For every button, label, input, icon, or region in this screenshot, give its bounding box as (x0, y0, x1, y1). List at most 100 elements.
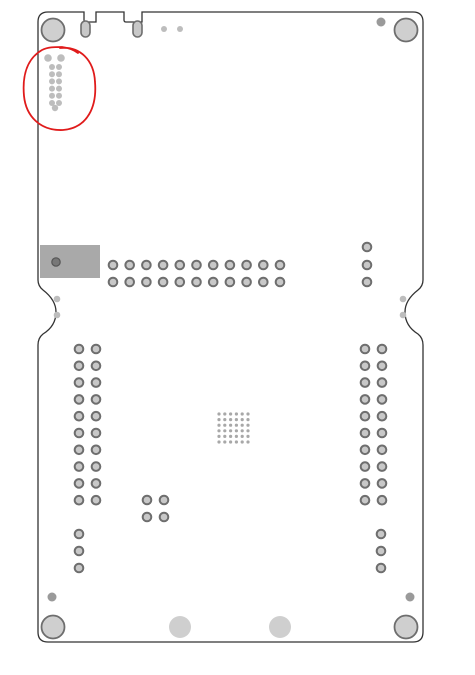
mounting-hole (269, 616, 291, 638)
header-pad (44, 54, 52, 62)
bga-ball (223, 440, 227, 444)
pin-pad (73, 360, 85, 372)
pin-pad (191, 259, 202, 271)
pin-pad (73, 394, 85, 405)
fiducial (376, 17, 386, 27)
pin-pad (361, 241, 373, 253)
annotation-circle (22, 46, 97, 131)
pin-pad (359, 360, 371, 372)
bga-ball (240, 423, 244, 427)
header-pad (51, 104, 59, 112)
pin-pad (73, 444, 85, 456)
bga-ball (234, 412, 238, 416)
pin-pad (359, 410, 371, 422)
pin-pad (90, 394, 102, 405)
fiducial (405, 592, 415, 602)
bga-ball (223, 423, 227, 427)
bga-ball (229, 412, 233, 416)
pin-pad (375, 528, 387, 540)
pin-pad (376, 360, 388, 372)
bga-ball (234, 440, 238, 444)
pin-pad (90, 343, 102, 355)
pin-pad (73, 410, 85, 422)
mounting-hole (40, 614, 66, 640)
bga-ball (217, 440, 221, 444)
bga-ball (223, 412, 227, 416)
pin-pad (73, 343, 85, 355)
bga-ball (234, 418, 238, 422)
bga-ball (234, 434, 238, 438)
header-pad (56, 78, 62, 85)
bga-ball (246, 418, 250, 422)
pin-pad (157, 276, 169, 288)
bga-ball (229, 440, 233, 444)
header-pad (56, 100, 62, 106)
small-pad (53, 295, 61, 303)
pin-pad (376, 377, 388, 388)
pin-pad (141, 494, 153, 506)
bga-ball (217, 418, 221, 422)
pin-pad (359, 343, 371, 355)
header-pad (56, 64, 62, 70)
pin-pad (359, 461, 371, 472)
pin-pad (158, 494, 170, 506)
header-pad (49, 85, 55, 92)
bga-ball (246, 440, 250, 444)
mounting-hole (393, 614, 419, 640)
pin-pad (376, 394, 388, 405)
bga-ball (234, 423, 238, 427)
pin-pad (359, 377, 371, 388)
bga-ball (217, 429, 221, 433)
bga-ball (240, 429, 244, 433)
pin-pad (241, 259, 252, 271)
bga-ball (223, 418, 227, 422)
mounting-hole (393, 17, 419, 43)
small-pad (53, 311, 61, 319)
pin-pad (274, 259, 286, 271)
pin-pad (359, 494, 371, 506)
pin-pad (124, 276, 135, 288)
pin-pad (191, 276, 202, 288)
header-pad (56, 92, 62, 99)
header-pad (57, 54, 65, 62)
pin-pad (107, 259, 119, 271)
pin-pad (90, 427, 102, 439)
pin-pad (376, 478, 388, 489)
pin-pad (361, 259, 373, 271)
pin-pad (359, 394, 371, 405)
bga-ball (246, 434, 250, 438)
pin-pad (73, 478, 85, 489)
pin-pad (73, 528, 85, 540)
pin-pad (224, 259, 236, 271)
pin-pad (90, 478, 102, 489)
board-outline (37, 11, 424, 643)
pin-pad (174, 276, 186, 288)
pin-pad (73, 461, 85, 472)
bga-ball (234, 429, 238, 433)
pin-pad (274, 276, 286, 288)
bga-ball (229, 418, 233, 422)
bga-ball (229, 423, 233, 427)
pin-pad (376, 461, 388, 472)
small-pad (399, 311, 407, 319)
pin-pad (361, 276, 373, 288)
shaded-component-region (40, 245, 100, 278)
pin-pad (376, 494, 388, 506)
pin-pad (359, 427, 371, 439)
pin-pad (207, 259, 219, 271)
header-pad (49, 78, 55, 85)
bga-ball (246, 412, 250, 416)
mounting-hole (169, 616, 191, 638)
pin-pad (258, 259, 269, 271)
bga-ball (217, 423, 221, 427)
pin-pad (157, 259, 169, 271)
bga-ball (217, 412, 221, 416)
pin-pad (174, 259, 186, 271)
bga-ball (229, 429, 233, 433)
header-pad (49, 71, 55, 78)
bga-ball (223, 434, 227, 438)
header-pad (49, 92, 55, 99)
pin-pad (90, 444, 102, 456)
connector-pad-right (132, 20, 143, 38)
